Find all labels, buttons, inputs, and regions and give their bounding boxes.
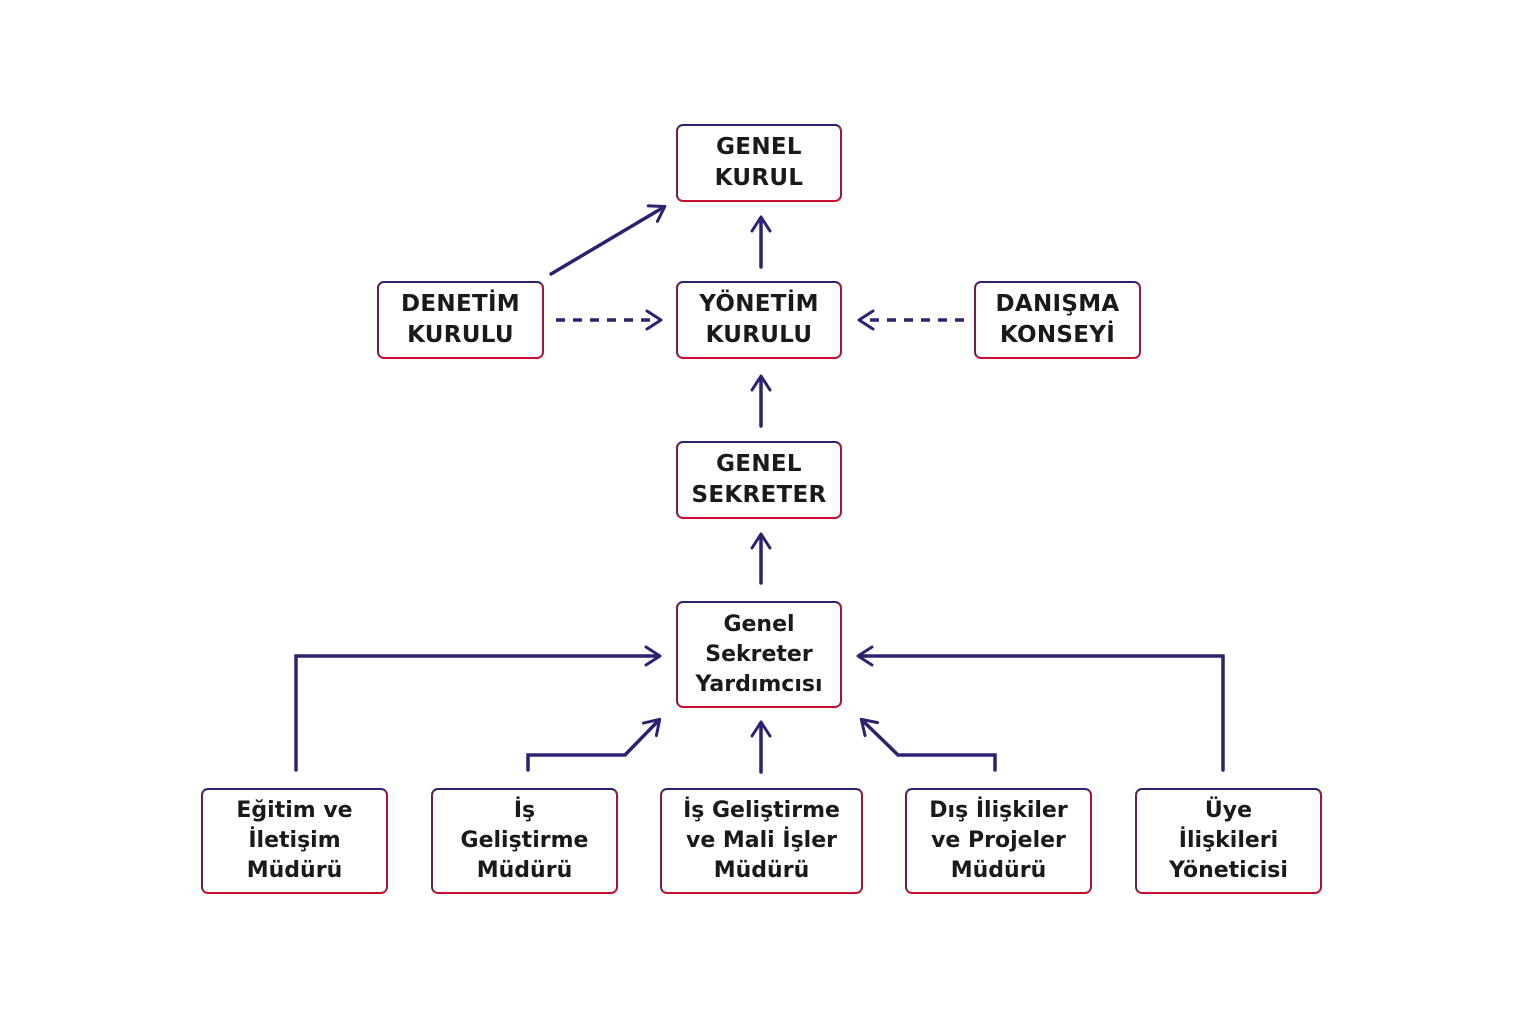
- node-label: DANIŞMA KONSEYİ: [995, 291, 1120, 348]
- node-label: Genel Sekreter Yardımcısı: [695, 611, 823, 697]
- node-dis-iliskiler-muduru: Dış İlişkiler ve Projeler Müdürü: [905, 788, 1092, 894]
- node-label: GENEL SEKRETER: [691, 451, 827, 508]
- node-genel-kurul: GENEL KURUL: [676, 124, 842, 202]
- node-label: İş Geliştirme Müdürü: [460, 798, 589, 883]
- arrow-is-gelistirme-to-yardimcisi: [526, 717, 662, 772]
- arrow-egitim-to-yardimcisi: [294, 645, 662, 772]
- node-yonetim-kurulu: YÖNETİM KURULU: [676, 281, 842, 359]
- node-label: DENETİM KURULU: [401, 291, 520, 348]
- arrow-uye-to-yardimcisi: [856, 645, 1225, 772]
- node-label: GENEL KURUL: [714, 134, 804, 191]
- arrow-dis-iliskiler-to-yardimcisi: [859, 717, 997, 772]
- node-label: YÖNETİM KURULU: [699, 291, 819, 348]
- node-is-gelistirme-muduru: İş Geliştirme Müdürü: [431, 788, 618, 894]
- node-denetim-kurulu: DENETİM KURULU: [377, 281, 544, 359]
- node-label: Üye İlişkileri Yöneticisi: [1169, 798, 1288, 883]
- node-danisma-konseyi: DANIŞMA KONSEYİ: [974, 281, 1141, 359]
- node-label: İş Geliştirme ve Mali İşler Müdürü: [683, 798, 840, 883]
- node-label: Eğitim ve İletişim Müdürü: [236, 798, 353, 883]
- node-egitim-iletisim-muduru: Eğitim ve İletişim Müdürü: [201, 788, 388, 894]
- arrow-denetim-to-genel-kurul: [549, 204, 667, 276]
- node-is-gelistirme-mali-isler-muduru: İş Geliştirme ve Mali İşler Müdürü: [660, 788, 863, 894]
- node-label: Dış İlişkiler ve Projeler Müdürü: [929, 798, 1068, 883]
- node-genel-sekreter: GENEL SEKRETER: [676, 441, 842, 519]
- node-genel-sekreter-yardimcisi: Genel Sekreter Yardımcısı: [676, 601, 842, 708]
- node-uye-iliskileri-yoneticisi: Üye İlişkileri Yöneticisi: [1135, 788, 1322, 894]
